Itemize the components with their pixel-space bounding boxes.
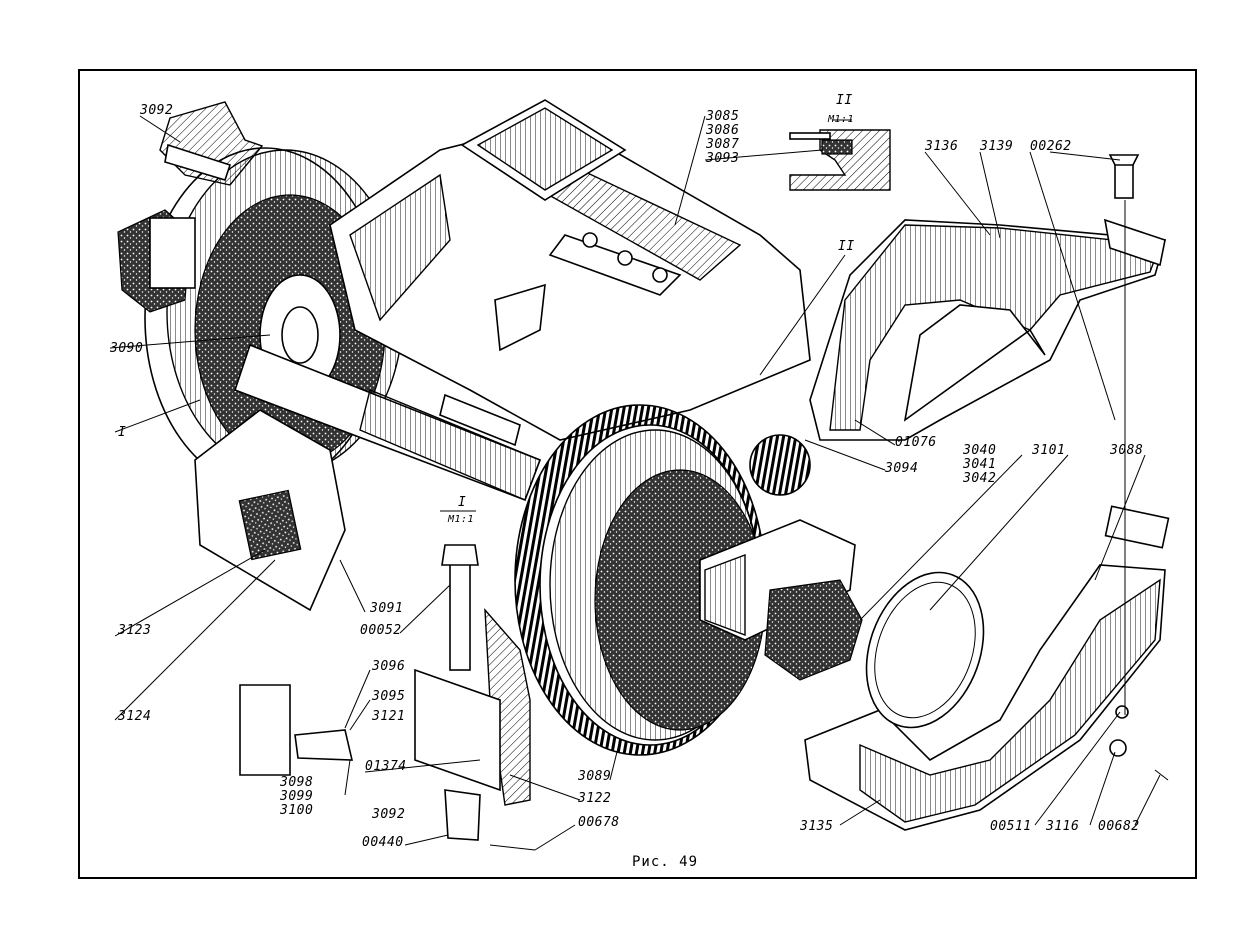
label-3123: 3123 bbox=[117, 623, 151, 638]
label-3139: 3139 bbox=[979, 139, 1013, 154]
label-3094: 3094 bbox=[884, 461, 918, 476]
label-scale-ii: M1:1 bbox=[827, 114, 854, 125]
label-01374: 01374 bbox=[365, 759, 407, 774]
section-i-detail bbox=[239, 544, 536, 851]
label-3121: 3121 bbox=[371, 709, 405, 724]
section-ii-detail bbox=[789, 129, 891, 191]
label-leader-i: I bbox=[118, 425, 126, 440]
label-3086: 3086 bbox=[705, 123, 739, 138]
drawing-frame bbox=[78, 69, 1197, 879]
label-01076: 01076 bbox=[895, 435, 937, 450]
label-3042: 3042 bbox=[962, 471, 996, 486]
detail-3092-top bbox=[159, 101, 264, 186]
label-00678: 00678 bbox=[578, 815, 620, 830]
label-section-i: I bbox=[458, 495, 466, 510]
leader-lines bbox=[109, 115, 1161, 851]
label-3099: 3099 bbox=[279, 789, 313, 804]
detail-3123-3124 bbox=[194, 409, 346, 612]
gear-wheel bbox=[514, 404, 811, 756]
label-3135: 3135 bbox=[799, 819, 833, 834]
label-3088: 3088 bbox=[1109, 443, 1143, 458]
label-3087: 3087 bbox=[705, 137, 739, 152]
label-3116: 3116 bbox=[1045, 819, 1079, 834]
label-3041: 3041 bbox=[962, 457, 996, 472]
label-00052: 00052 bbox=[360, 623, 402, 638]
label-3090: 3090 bbox=[109, 341, 143, 356]
label-3136: 3136 bbox=[924, 139, 958, 154]
label-3124: 3124 bbox=[117, 709, 151, 724]
label-3091: 3091 bbox=[369, 601, 403, 616]
axle-shaft bbox=[233, 343, 542, 502]
label-3040: 3040 bbox=[962, 443, 996, 458]
pin-00682 bbox=[1154, 769, 1169, 781]
label-section-ii: II bbox=[836, 93, 853, 108]
part-labels: 3092 3085 3086 3087 3093 II M1:1 3136 31… bbox=[109, 93, 1143, 870]
label-3101: 3101 bbox=[1031, 443, 1065, 458]
label-3096: 3096 bbox=[371, 659, 405, 674]
label-00511: 00511 bbox=[990, 819, 1032, 834]
lower-cover-3135 bbox=[804, 505, 1170, 831]
label-00440: 00440 bbox=[362, 835, 404, 850]
nut-3116 bbox=[1109, 739, 1127, 757]
label-3093: 3093 bbox=[705, 151, 739, 166]
motor-housing bbox=[329, 99, 811, 441]
label-00262: 00262 bbox=[1030, 139, 1072, 154]
label-3092-top: 3092 bbox=[139, 103, 173, 118]
label-3085: 3085 bbox=[705, 109, 739, 124]
label-3098: 3098 bbox=[279, 775, 313, 790]
left-pump-unit bbox=[117, 209, 196, 313]
upper-cover-3136 bbox=[809, 154, 1167, 441]
figure-caption: Рис. 49 bbox=[632, 854, 698, 870]
washer-00511 bbox=[1115, 705, 1129, 719]
label-3092-bottom: 3092 bbox=[371, 807, 405, 822]
label-scale-i: M1:1 bbox=[447, 514, 474, 525]
label-3089: 3089 bbox=[577, 769, 611, 784]
label-leader-ii: II bbox=[838, 239, 855, 254]
label-3095: 3095 bbox=[371, 689, 405, 704]
label-00682: 00682 bbox=[1098, 819, 1140, 834]
label-3122: 3122 bbox=[577, 791, 611, 806]
right-pump-unit bbox=[699, 519, 863, 681]
label-3100: 3100 bbox=[279, 803, 313, 818]
